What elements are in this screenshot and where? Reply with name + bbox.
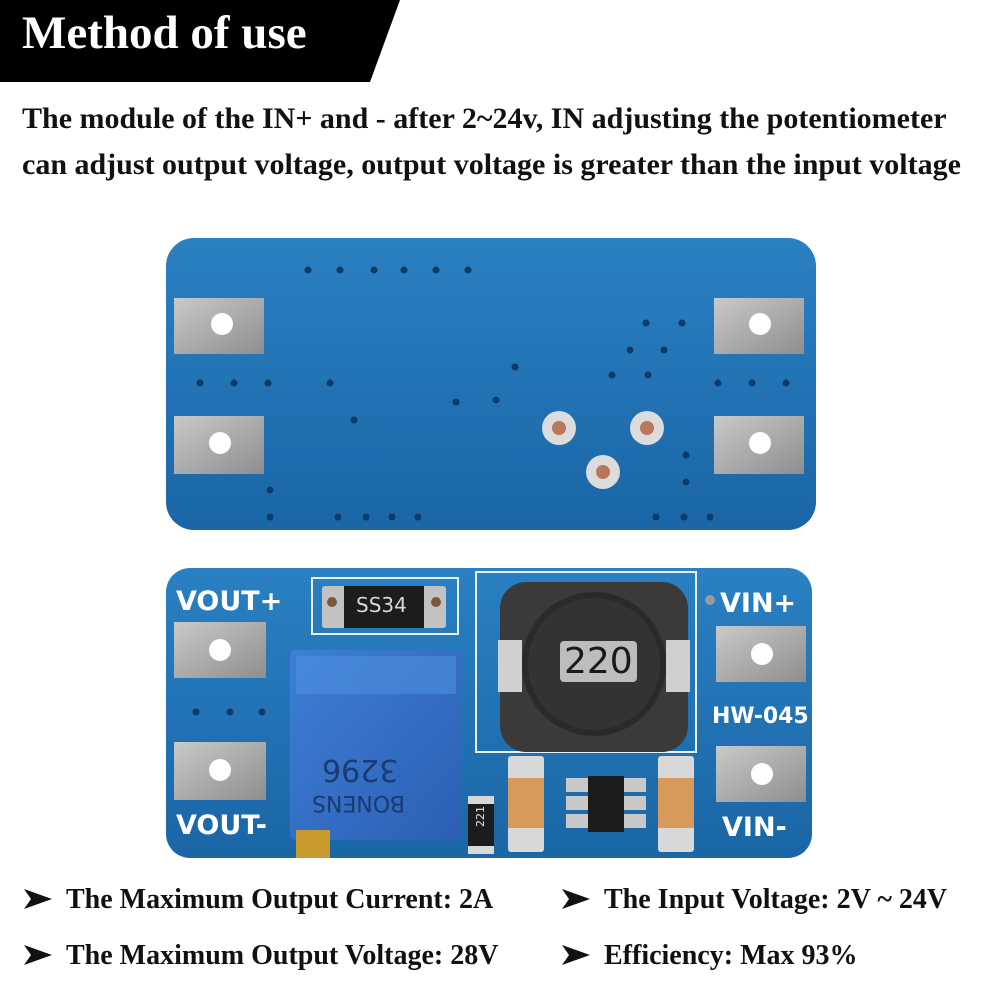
boost-controller-ic	[566, 776, 646, 832]
spec-efficiency: Efficiency: Max 93%	[562, 940, 858, 972]
potentiometer-model-marking: 3296	[322, 752, 399, 787]
smd-capacitor-left	[508, 756, 544, 852]
solder-pad-vin-plus	[716, 626, 806, 682]
solder-pad-back-left-bottom	[174, 416, 264, 474]
through-hole-pins	[542, 411, 664, 489]
solder-pad-back-right-bottom	[714, 416, 804, 474]
smd-capacitor-right	[658, 756, 694, 852]
spec-max-output-current: The Maximum Output Current: 2A	[24, 884, 493, 916]
page-title: Method of use	[22, 7, 307, 59]
solder-pad-vout-minus	[174, 742, 266, 800]
diode-marking: SS34	[356, 593, 407, 617]
pcb-back-side	[166, 238, 816, 530]
pcb-front-side	[166, 568, 812, 858]
potentiometer-trimmer	[290, 650, 462, 858]
spec-text: Efficiency: Max 93%	[604, 940, 858, 971]
solder-pad-back-left-top	[174, 298, 264, 354]
vias-back	[196, 266, 790, 521]
arrow-bullet-icon	[562, 889, 590, 909]
arrow-bullet-icon	[24, 945, 52, 965]
power-inductor	[498, 582, 690, 752]
vin-minus-label: VIN-	[722, 812, 787, 843]
spec-text: The Input Voltage: 2V ~ 24V	[604, 884, 948, 915]
spec-max-output-voltage: The Maximum Output Voltage: 28V	[24, 940, 498, 972]
smd-resistor	[468, 796, 494, 854]
spec-input-voltage: The Input Voltage: 2V ~ 24V	[562, 884, 947, 916]
potentiometer-brand-marking: BONENS	[312, 790, 405, 815]
vout-minus-label: VOUT-	[176, 810, 267, 841]
vias-front	[192, 595, 715, 716]
arrow-bullet-icon	[24, 889, 52, 909]
inductor-marking: 220	[560, 641, 637, 682]
solder-pad-vout-plus	[174, 622, 266, 678]
vin-plus-label: VIN+	[720, 588, 797, 619]
arrow-bullet-icon	[562, 945, 590, 965]
vout-plus-label: VOUT+	[176, 586, 283, 617]
solder-pad-vin-minus	[716, 746, 806, 802]
usage-description: The module of the IN+ and - after 2~24v,…	[22, 102, 961, 181]
spec-text: The Maximum Output Voltage: 28V	[66, 940, 499, 971]
title-banner	[0, 0, 400, 82]
spec-text: The Maximum Output Current: 2A	[66, 884, 494, 915]
resistor-marking: 221	[474, 806, 487, 827]
solder-pad-back-right-top	[714, 298, 804, 354]
schottky-diode	[322, 586, 446, 628]
model-label: HW-045	[712, 704, 809, 729]
